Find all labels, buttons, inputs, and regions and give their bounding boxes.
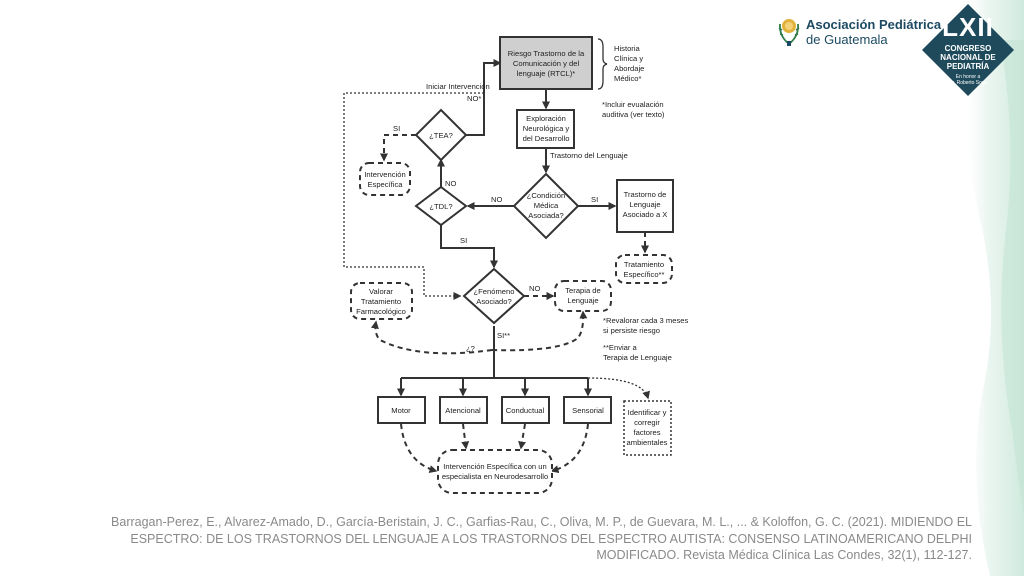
node-sensorial <box>563 396 612 424</box>
text-tdl: ¿TDL? <box>429 202 452 211</box>
label-si-cond: SI <box>591 195 598 204</box>
node-tea <box>414 108 468 162</box>
label-iniciar: Iniciar Intervención <box>426 82 490 91</box>
edge-bar-identificar <box>587 377 650 400</box>
node-motor <box>377 396 426 424</box>
node-terapia <box>554 280 612 312</box>
apg-logo: Asociación Pediátrica de Guatemala <box>776 14 941 50</box>
node-intervencion-especifica <box>359 162 411 196</box>
edge-conductual-neuro <box>518 423 527 450</box>
node-tdl <box>414 185 468 227</box>
label-si-tdl: SI <box>460 236 467 245</box>
node-valorar <box>350 282 413 320</box>
bracket-historia <box>597 38 608 90</box>
node-trastorno-x <box>616 179 674 233</box>
label-no-tdl: NO <box>445 179 456 188</box>
text-motor: Motor <box>391 406 411 415</box>
org-subtitle: de Guatemala <box>806 32 888 47</box>
org-title: Asociación Pediátrica <box>806 17 942 32</box>
honor-line2: Dr. Roberto Sosa <box>948 80 988 86</box>
edge-atencional-neuro <box>461 423 470 450</box>
congress-number: LXII <box>942 12 994 42</box>
edge-question-valorar <box>370 320 493 355</box>
congress-badge: LXII CONGRESO NACIONAL DE PEDIATRÍA En h… <box>920 2 1016 98</box>
node-exploracion <box>516 109 575 149</box>
node-conductual <box>501 396 550 424</box>
edge-motor-neuro <box>400 423 438 474</box>
label-trastorno-lenguaje: Trastorno del Lenguaje <box>550 151 628 160</box>
node-identificar <box>623 400 672 456</box>
congress-line2: NACIONAL DE <box>940 53 996 62</box>
citation: Barragan-Perez, E., Alvarez-Amado, D., G… <box>60 514 972 564</box>
label-si-tea: SI <box>393 124 400 133</box>
citation-line2: ESPECTRO: DE LOS TRASTORNOS DEL LENGUAJE… <box>130 531 972 546</box>
text-tea: ¿TEA? <box>429 131 453 140</box>
node-condicion <box>512 172 580 240</box>
citation-line1: Barragan-Perez, E., Alvarez-Amado, D., G… <box>111 515 972 529</box>
apg-emblem-icon <box>778 19 800 46</box>
label-si-fen: SI** <box>497 331 510 340</box>
edge-iniciar-intervencion <box>343 92 484 300</box>
node-tratamiento-especifico <box>615 254 673 284</box>
edge-sensorial-neuro <box>550 423 589 474</box>
edge-tdl-fenomeno <box>440 225 498 269</box>
congress-line1: CONGRESO <box>944 44 992 53</box>
text-atencional: Atencional <box>445 406 481 415</box>
node-fenomeno <box>462 267 526 325</box>
label-no-cond: NO <box>491 195 502 204</box>
citation-line3: MODIFICADO. Revista Médica Clínica Las C… <box>596 548 972 562</box>
node-rtcl <box>499 36 593 90</box>
congress-line3: PEDIATRÍA <box>946 62 990 71</box>
honor-line1: En honor a <box>955 74 981 80</box>
label-no-star: NO* <box>467 94 481 103</box>
edge-tea-rtcl <box>466 59 502 136</box>
edge-tea-intervencion <box>380 134 416 162</box>
text-conductual: Conductual <box>506 406 545 415</box>
label-no-fen: NO <box>529 284 540 293</box>
label-question: ¿? <box>466 344 475 353</box>
badge-shape <box>922 4 1014 96</box>
node-atencional <box>439 396 488 424</box>
text-sensorial: Sensorial <box>572 406 604 415</box>
node-intervencion-neuro <box>437 449 553 494</box>
